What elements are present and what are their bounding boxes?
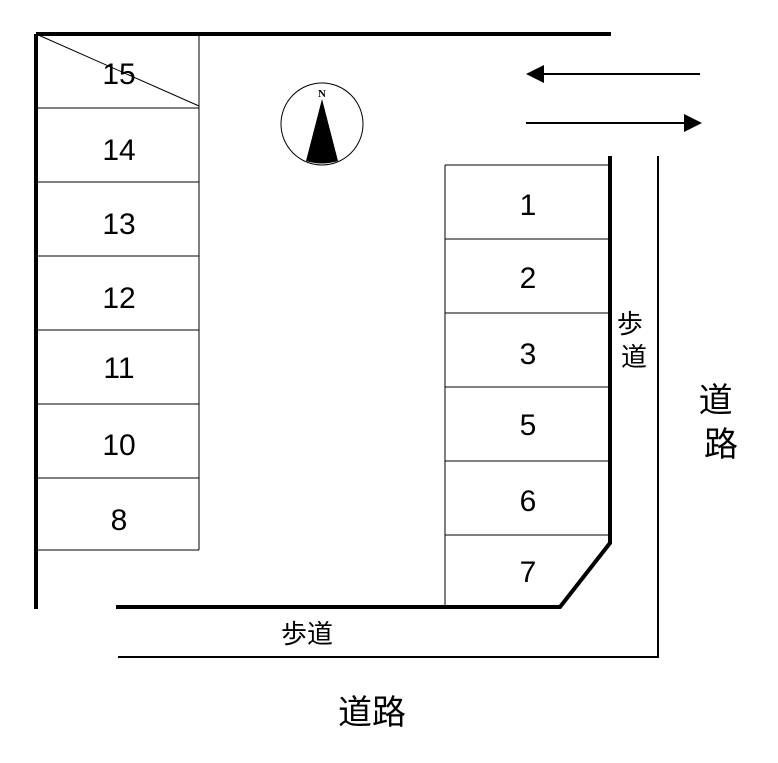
sidewalk-label-right: 歩 道: [617, 310, 651, 373]
lot-boundary: [34, 32, 612, 609]
space-number-15: 15: [102, 58, 135, 91]
space-number-2: 2: [520, 262, 537, 295]
compass-north-letter: N: [318, 88, 326, 100]
sidewalk-label-right-char-1: 歩: [617, 310, 643, 340]
traffic-arrows: [526, 65, 702, 132]
road-edge: [118, 156, 659, 658]
space-number-12: 12: [102, 282, 135, 315]
road-label-right-char-2: 路: [704, 425, 738, 465]
left-parking-column: [35, 33, 200, 551]
left-arrow-icon: [526, 65, 544, 83]
sidewalk-label-right-char-2: 道: [621, 343, 647, 373]
space-15-diagonal: [35, 33, 200, 107]
space-number-7: 7: [520, 556, 537, 589]
space-number-6: 6: [520, 485, 537, 518]
road-label-right-char-1: 道: [699, 381, 733, 421]
space-number-14: 14: [102, 134, 135, 167]
space-number-11: 11: [103, 352, 134, 385]
space-number-1: 1: [520, 189, 537, 222]
right-arrow-icon: [684, 114, 702, 132]
sidewalk-label-bottom: 歩道: [281, 620, 333, 650]
space-number-3: 3: [520, 338, 537, 371]
space-number-8: 8: [111, 504, 128, 537]
compass: N: [280, 82, 364, 166]
road-label-right: 道 路: [699, 381, 744, 465]
bottom-right-boundary-wall: [116, 156, 612, 609]
space-number-10: 10: [102, 429, 135, 462]
space-number-13: 13: [102, 208, 135, 241]
road-label-bottom: 道路: [338, 693, 406, 733]
space-number-5: 5: [520, 409, 537, 442]
right-space-numbers: 1 2 3 5 6 7: [520, 189, 537, 589]
left-space-numbers: 15 14 13 12 11 10 8: [102, 58, 135, 537]
north-arrow-icon: [306, 99, 338, 164]
right-parking-column: [444, 164, 610, 607]
